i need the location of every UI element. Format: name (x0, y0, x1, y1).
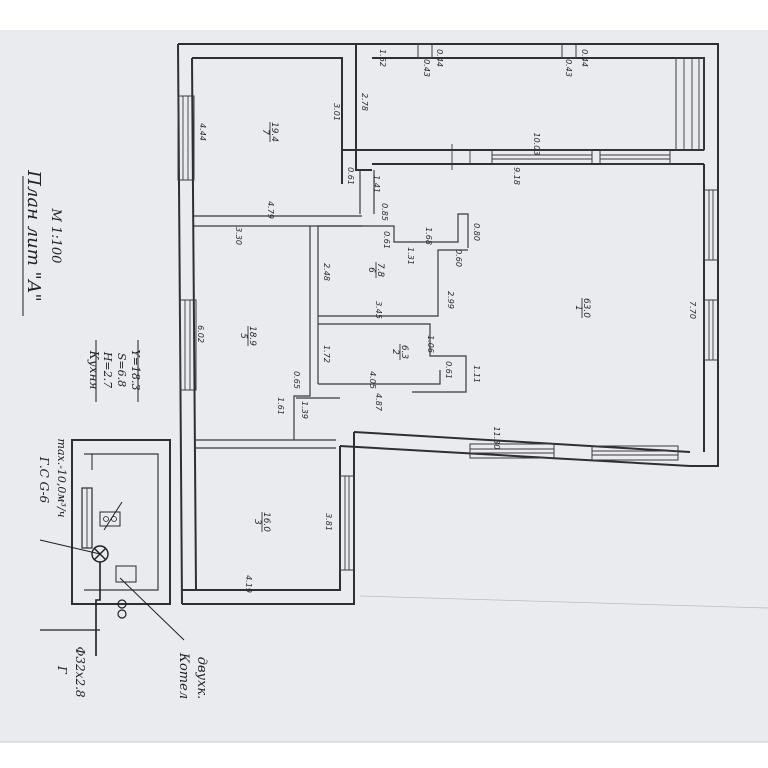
kitchen-note: Кухня H=2.7 S=6.8 Y=18.3 (87, 350, 142, 391)
boiler-label: Котел (176, 652, 191, 699)
room-2: 2 6.3 (390, 344, 409, 360)
pipe-note: Г (55, 665, 69, 675)
dim-1-06: 1.06 (426, 335, 435, 353)
dim-0-61-mid: 0.61 (382, 231, 391, 249)
gas-note: Г.С G-6 (37, 456, 51, 504)
pipe-size-label: Ф32х2.8 (73, 646, 87, 697)
dim-0-43-left: 0.43 (422, 59, 431, 77)
dim-7-70: 7.70 (688, 301, 697, 319)
dim-4-79: 4.79 (266, 201, 275, 219)
dim-11-30: 11.30 (492, 427, 501, 450)
pipe-note-2: Ф32х2.8 (73, 646, 87, 697)
dim-3-81: 3.81 (324, 513, 333, 531)
dim-3-45: 3.45 (374, 301, 383, 319)
dim-4-87: 4.87 (374, 393, 383, 412)
room-6: 6 7.8 (366, 262, 385, 278)
dim-3-01: 3.01 (332, 103, 341, 121)
room-2-number: 2 (390, 349, 400, 355)
boiler-note-2: двухк. (194, 657, 209, 700)
dim-1-11: 1.11 (472, 365, 481, 383)
gas-max-label: max.-10,0м³/ч (55, 439, 68, 518)
gas-meter-label: Г.С G-6 (37, 456, 51, 504)
dim-0-61-top: 0.61 (346, 167, 355, 185)
dim-1-72: 1.72 (322, 345, 331, 363)
dim-6-02: 6.02 (196, 325, 205, 343)
dim-2-99: 2.99 (446, 291, 455, 309)
dim-1-68: 1.68 (424, 227, 433, 245)
gas-note-2: max.-10,0м³/ч (55, 439, 68, 518)
dim-3-30: 3.30 (234, 227, 243, 245)
dim-0-43-right: 0.43 (564, 59, 573, 77)
kitchen-label: Кухня (87, 350, 101, 390)
room-3-area: 16.0 (261, 512, 271, 532)
dim-9-18: 9.18 (512, 167, 521, 185)
dim-1-31: 1.31 (406, 247, 415, 265)
room-7-area: 19.4 (269, 122, 279, 142)
room-1-area: 63.0 (581, 298, 591, 318)
dim-10-03: 10.03 (532, 133, 541, 156)
plan-scale-text: М 1:100 (48, 208, 63, 264)
dim-1-62: 1.62 (378, 49, 387, 67)
dim-4-19: 4.19 (244, 575, 253, 593)
dim-0-60: 0.60 (454, 249, 463, 267)
room-1-number: 1 (573, 305, 583, 311)
kitchen-area: S=6.8 (115, 353, 128, 387)
room-1: 1 63.0 (573, 298, 591, 318)
room-7-number: 7 (260, 129, 270, 135)
kitchen-volume: Y=18.3 (129, 350, 142, 391)
dim-1-39: 1.39 (300, 401, 309, 419)
dim-2-78: 2.78 (360, 93, 369, 111)
room-6-number: 6 (366, 267, 376, 273)
plan-title: План лит "А" (22, 169, 44, 316)
room-7: 7 19.4 (260, 122, 279, 142)
dim-0-44-left: 0.44 (435, 49, 444, 67)
dim-4-44: 4.44 (198, 123, 207, 141)
dim-0-80: 0.80 (472, 223, 481, 241)
room-5-number: 5 (238, 333, 248, 339)
interior-walls (194, 170, 469, 449)
dim-0-61-low: 0.61 (444, 361, 453, 379)
gas-equipment (39, 501, 185, 656)
paper-fold-line (359, 595, 768, 609)
dim-0-44-right: 0.44 (580, 49, 589, 67)
kitchen-annex (71, 439, 171, 605)
plan-scale: М 1:100 (48, 208, 63, 264)
boiler-note: Котел (176, 652, 191, 699)
plan-title-text: План лит "А" (23, 169, 44, 302)
dimension-labels: 4.44 3.01 2.78 1.62 0.44 0.43 0.43 0.44 … (196, 49, 697, 593)
paper-sheet (0, 30, 768, 742)
windows (177, 43, 719, 571)
room-6-area: 7.8 (375, 263, 385, 278)
room-2-area: 6.3 (399, 345, 409, 360)
dim-2-48: 2.48 (322, 263, 331, 281)
room-5-area: 18.9 (247, 326, 257, 346)
boiler-type-label: двухк. (194, 657, 209, 700)
dim-1-41: 1.41 (372, 175, 381, 193)
pipe-mark-label: Г (55, 665, 69, 675)
room-3: 3 16.0 (252, 512, 271, 532)
dim-1-61: 1.61 (276, 397, 285, 415)
dim-0-65: 0.65 (292, 371, 301, 389)
room-labels: 1 63.0 2 6.3 3 16.0 5 18.9 6 7.8 7 19.4 (238, 122, 591, 532)
dim-4-05: 4.05 (368, 371, 377, 389)
room-3-number: 3 (252, 519, 262, 525)
kitchen-height: H=2.7 (101, 351, 114, 388)
dim-0-85: 0.85 (380, 203, 389, 221)
room-5: 5 18.9 (238, 326, 257, 346)
